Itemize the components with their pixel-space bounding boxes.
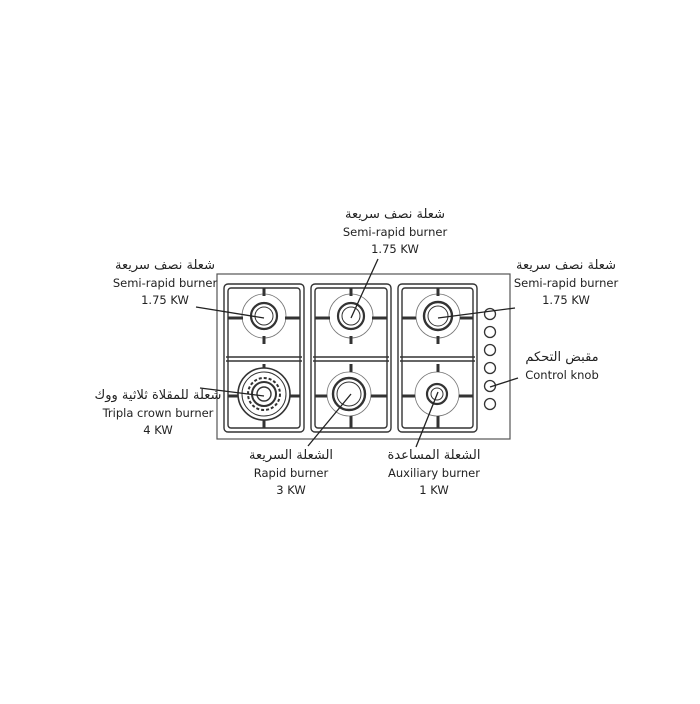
control-knob — [483, 325, 497, 339]
label-semi-rapid-right-en: Semi-rapid burner — [513, 276, 619, 290]
label-control-knob-ar: مقبض التحكم — [525, 350, 599, 365]
label-triple-crown-power: 4 KW — [143, 423, 173, 437]
label-semi-rapid-left-en: Semi-rapid burner — [112, 276, 218, 290]
label-auxiliary-en: Auxiliary burner — [388, 466, 480, 480]
leader-wok — [199, 387, 265, 397]
label-semi-rapid-top-en: Semi-rapid burner — [342, 225, 448, 239]
leader-semi-top — [350, 258, 379, 319]
leader-lines — [195, 258, 519, 448]
control-knob — [483, 343, 497, 357]
leader-semi-left — [195, 306, 265, 319]
label-semi-rapid-left-ar: شعلة نصف سريعة — [115, 258, 215, 273]
label-semi-rapid-top: شعلة نصف سريعة Semi-rapid burner 1.75 KW — [330, 205, 460, 258]
control-knobs — [483, 307, 497, 411]
burner-semi-rapid-left — [228, 288, 300, 344]
leader-knob — [489, 377, 519, 388]
label-control-knob-en: Control knob — [525, 368, 599, 382]
label-rapid-en: Rapid burner — [253, 466, 329, 480]
label-semi-rapid-top-ar: شعلة نصف سريعة — [345, 207, 445, 222]
label-triple-crown: شعلة للمقلاة ثلاثية ووك Tripla crown bur… — [83, 386, 233, 439]
control-knob — [483, 379, 497, 393]
leader-semi-right — [437, 307, 516, 319]
label-auxiliary-power: 1 KW — [419, 483, 449, 497]
label-semi-rapid-top-power: 1.75 KW — [371, 242, 419, 256]
label-semi-rapid-right: شعلة نصف سريعة Semi-rapid burner 1.75 KW — [501, 256, 631, 309]
label-triple-crown-ar: شعلة للمقلاة ثلاثية ووك — [94, 388, 222, 403]
burner-semi-rapid-top — [315, 288, 387, 344]
label-semi-rapid-left-power: 1.75 KW — [141, 293, 189, 307]
label-triple-crown-en: Tripla crown burner — [102, 406, 214, 420]
label-rapid-ar: الشعلة السريعة — [248, 448, 334, 463]
leader-auxiliary — [415, 391, 439, 448]
control-knob — [483, 397, 497, 411]
label-semi-rapid-left: شعلة نصف سريعة Semi-rapid burner 1.75 KW — [100, 256, 230, 309]
label-control-knob: مقبض التحكم Control knob — [514, 348, 610, 384]
label-auxiliary: الشعلة المساعدة Auxiliary burner 1 KW — [372, 446, 496, 499]
label-semi-rapid-right-ar: شعلة نصف سريعة — [516, 258, 616, 273]
control-knob — [483, 361, 497, 375]
leader-rapid — [307, 393, 352, 447]
burner-semi-rapid-right — [402, 288, 473, 344]
label-auxiliary-ar: الشعلة المساعدة — [387, 448, 481, 463]
burner-rapid — [315, 364, 387, 428]
label-rapid-power: 3 KW — [276, 483, 306, 497]
burner-auxiliary — [402, 364, 473, 428]
label-rapid: الشعلة السريعة Rapid burner 3 KW — [236, 446, 346, 499]
label-semi-rapid-right-power: 1.75 KW — [542, 293, 590, 307]
